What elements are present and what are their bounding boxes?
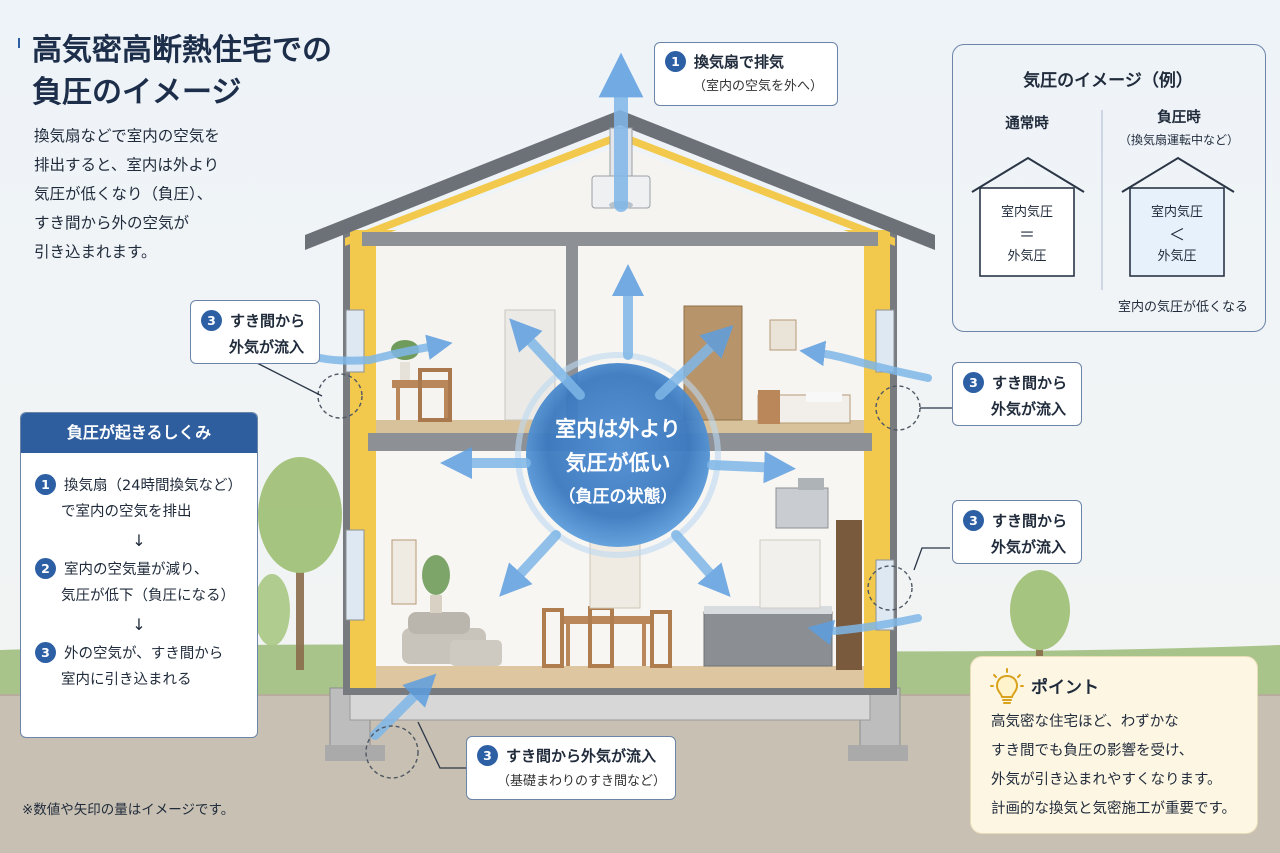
point-line: 外気が引き込まれやすくなります。 xyxy=(991,772,1222,788)
step-number-badge: 2 xyxy=(35,558,56,579)
normal-pressure-house xyxy=(971,156,1085,277)
center-line-3: （負圧の状態） xyxy=(558,487,678,507)
intro-line: 気圧が低くなり（負圧）、 xyxy=(34,185,213,203)
center-line-1: 室内は外より xyxy=(555,417,681,441)
step-number-badge: 1 xyxy=(665,51,686,72)
step-number-badge: 3 xyxy=(963,372,984,393)
tree-right xyxy=(1010,570,1070,660)
step-number-badge: 3 xyxy=(35,642,56,663)
negative-pressure-values: 室内気圧 ＜ 外気圧 xyxy=(1130,202,1224,268)
negative-pressure-house xyxy=(1121,156,1235,277)
step-text: 換気扇（24時間換気など） xyxy=(64,478,242,494)
title-accent xyxy=(18,38,20,48)
pressure-card-title: 気圧のイメージ（例） xyxy=(1023,71,1193,91)
exhaust-callout: 1 換気扇で排気 （室内の空気を外へ） xyxy=(654,42,838,106)
normal-inside-label: 室内気圧 xyxy=(1000,205,1053,220)
normal-equal-sign: ＝ xyxy=(1018,225,1035,244)
step-text: 気圧が低下（負圧になる） xyxy=(61,588,235,604)
negative-pressure-note: 室内の気圧が低くなる xyxy=(1117,300,1248,315)
inflow-callout-line-2: 外気が流入 xyxy=(991,538,1067,556)
inflow-callout-line-1: すき間から xyxy=(992,512,1068,530)
negative-pressure-bubble xyxy=(526,363,710,547)
step-text: 外の空気が、すき間から xyxy=(64,646,224,662)
step-number-badge: 3 xyxy=(201,310,222,331)
inflow-callout-upper-right: 3 すき間から 外気が流入 xyxy=(952,362,1082,426)
negative-less-than-sign: ＜ xyxy=(1168,225,1185,244)
negative-state-label: 負圧時 xyxy=(1157,110,1201,126)
inflow-callout-line-1: すき間から xyxy=(992,374,1068,392)
intro-line: すき間から外の空気が xyxy=(34,214,190,232)
center-line-2: 気圧が低い xyxy=(565,451,671,475)
step-number-badge: 3 xyxy=(963,510,984,531)
footnote: ※数値や矢印の量はイメージです。 xyxy=(22,802,235,818)
step-number-badge: 1 xyxy=(35,474,56,495)
inflow-callout-line-1: すき間から xyxy=(230,312,306,330)
foundation-callout-title: すき間から外気が流入 xyxy=(506,747,657,765)
point-box: ポイント 高気密な住宅ほど、わずかな すき間でも負圧の影響を受け、 外気が引き込… xyxy=(970,656,1258,834)
airflow-arrows xyxy=(316,52,932,740)
tree-left xyxy=(254,457,342,670)
intro-line: 引き込まれます。 xyxy=(34,243,157,261)
step-text: 室内の空気量が減り、 xyxy=(64,562,209,578)
pressure-comparison-card xyxy=(952,44,1266,332)
inflow-callout-line-2: 外気が流入 xyxy=(229,338,305,356)
mechanism-title: 負圧が起きるしくみ xyxy=(21,413,257,453)
down-arrow-icon: ↓ xyxy=(132,615,146,634)
title-line-1: 高気密高断熱住宅での xyxy=(32,33,332,68)
mechanism-step-1: 1 換気扇（24時間換気など） で室内の空気を排出 xyxy=(21,473,257,525)
mechanism-step-3: 3 外の空気が、すき間から 室内に引き込まれる xyxy=(21,641,257,693)
point-line: 高気密な住宅ほど、わずかな xyxy=(991,714,1179,730)
step-text: で室内の空気を排出 xyxy=(61,504,192,520)
intro-line: 排出すると、室内は外より xyxy=(34,156,220,174)
point-line: 計画的な換気と気密施工が重要です。 xyxy=(991,801,1237,817)
title-line-2: 負圧のイメージ xyxy=(32,75,242,110)
mechanism-step-2: 2 室内の空気量が減り、 気圧が低下（負圧になる） xyxy=(21,557,257,609)
step-text: 室内に引き込まれる xyxy=(61,672,192,688)
negative-state-sublabel: （換気扇運転中など） xyxy=(1118,133,1239,147)
intro-text: 換気扇などで室内の空気を 排出すると、室内は外より 気圧が低くなり（負圧）、 す… xyxy=(34,122,220,267)
down-arrow-icon: ↓ xyxy=(132,531,146,550)
inflow-callout-upper-left: 3 すき間から 外気が流入 xyxy=(190,300,320,364)
negative-inside-label: 室内気圧 xyxy=(1150,205,1203,220)
negative-pressure-label: 室内は外より 気圧が低い （負圧の状態） xyxy=(528,412,708,514)
inflow-callout-lower-right: 3 すき間から 外気が流入 xyxy=(952,500,1082,564)
foundation-callout: 3 すき間から外気が流入 （基礎まわりのすき間など） xyxy=(466,736,676,800)
step-number-badge: 3 xyxy=(477,745,498,766)
foundation-callout-sub: （基礎まわりのすき間など） xyxy=(497,774,667,789)
point-title: ポイント xyxy=(1031,678,1099,698)
inflow-callout-line-2: 外気が流入 xyxy=(991,400,1067,418)
page-title: 高気密高断熱住宅での 負圧のイメージ xyxy=(32,30,332,114)
exhaust-callout-title: 換気扇で排気 xyxy=(694,53,785,71)
lightbulb-icon xyxy=(990,668,1024,704)
mechanism-panel: 負圧が起きるしくみ 1 換気扇（24時間換気など） で室内の空気を排出 ↓ 2 室内… xyxy=(20,412,258,738)
point-body: 高気密な住宅ほど、わずかな すき間でも負圧の影響を受け、 外気が引き込まれやすく… xyxy=(991,708,1257,824)
exhaust-callout-sub: （室内の空気を外へ） xyxy=(693,79,824,94)
normal-pressure-values: 室内気圧 ＝ 外気圧 xyxy=(980,202,1074,268)
normal-outside-label: 外気圧 xyxy=(1007,249,1047,264)
normal-state-label: 通常時 xyxy=(1005,116,1049,132)
negative-outside-label: 外気圧 xyxy=(1157,249,1197,264)
intro-line: 換気扇などで室内の空気を xyxy=(34,127,220,145)
point-line: すき間でも負圧の影響を受け、 xyxy=(991,743,1194,759)
